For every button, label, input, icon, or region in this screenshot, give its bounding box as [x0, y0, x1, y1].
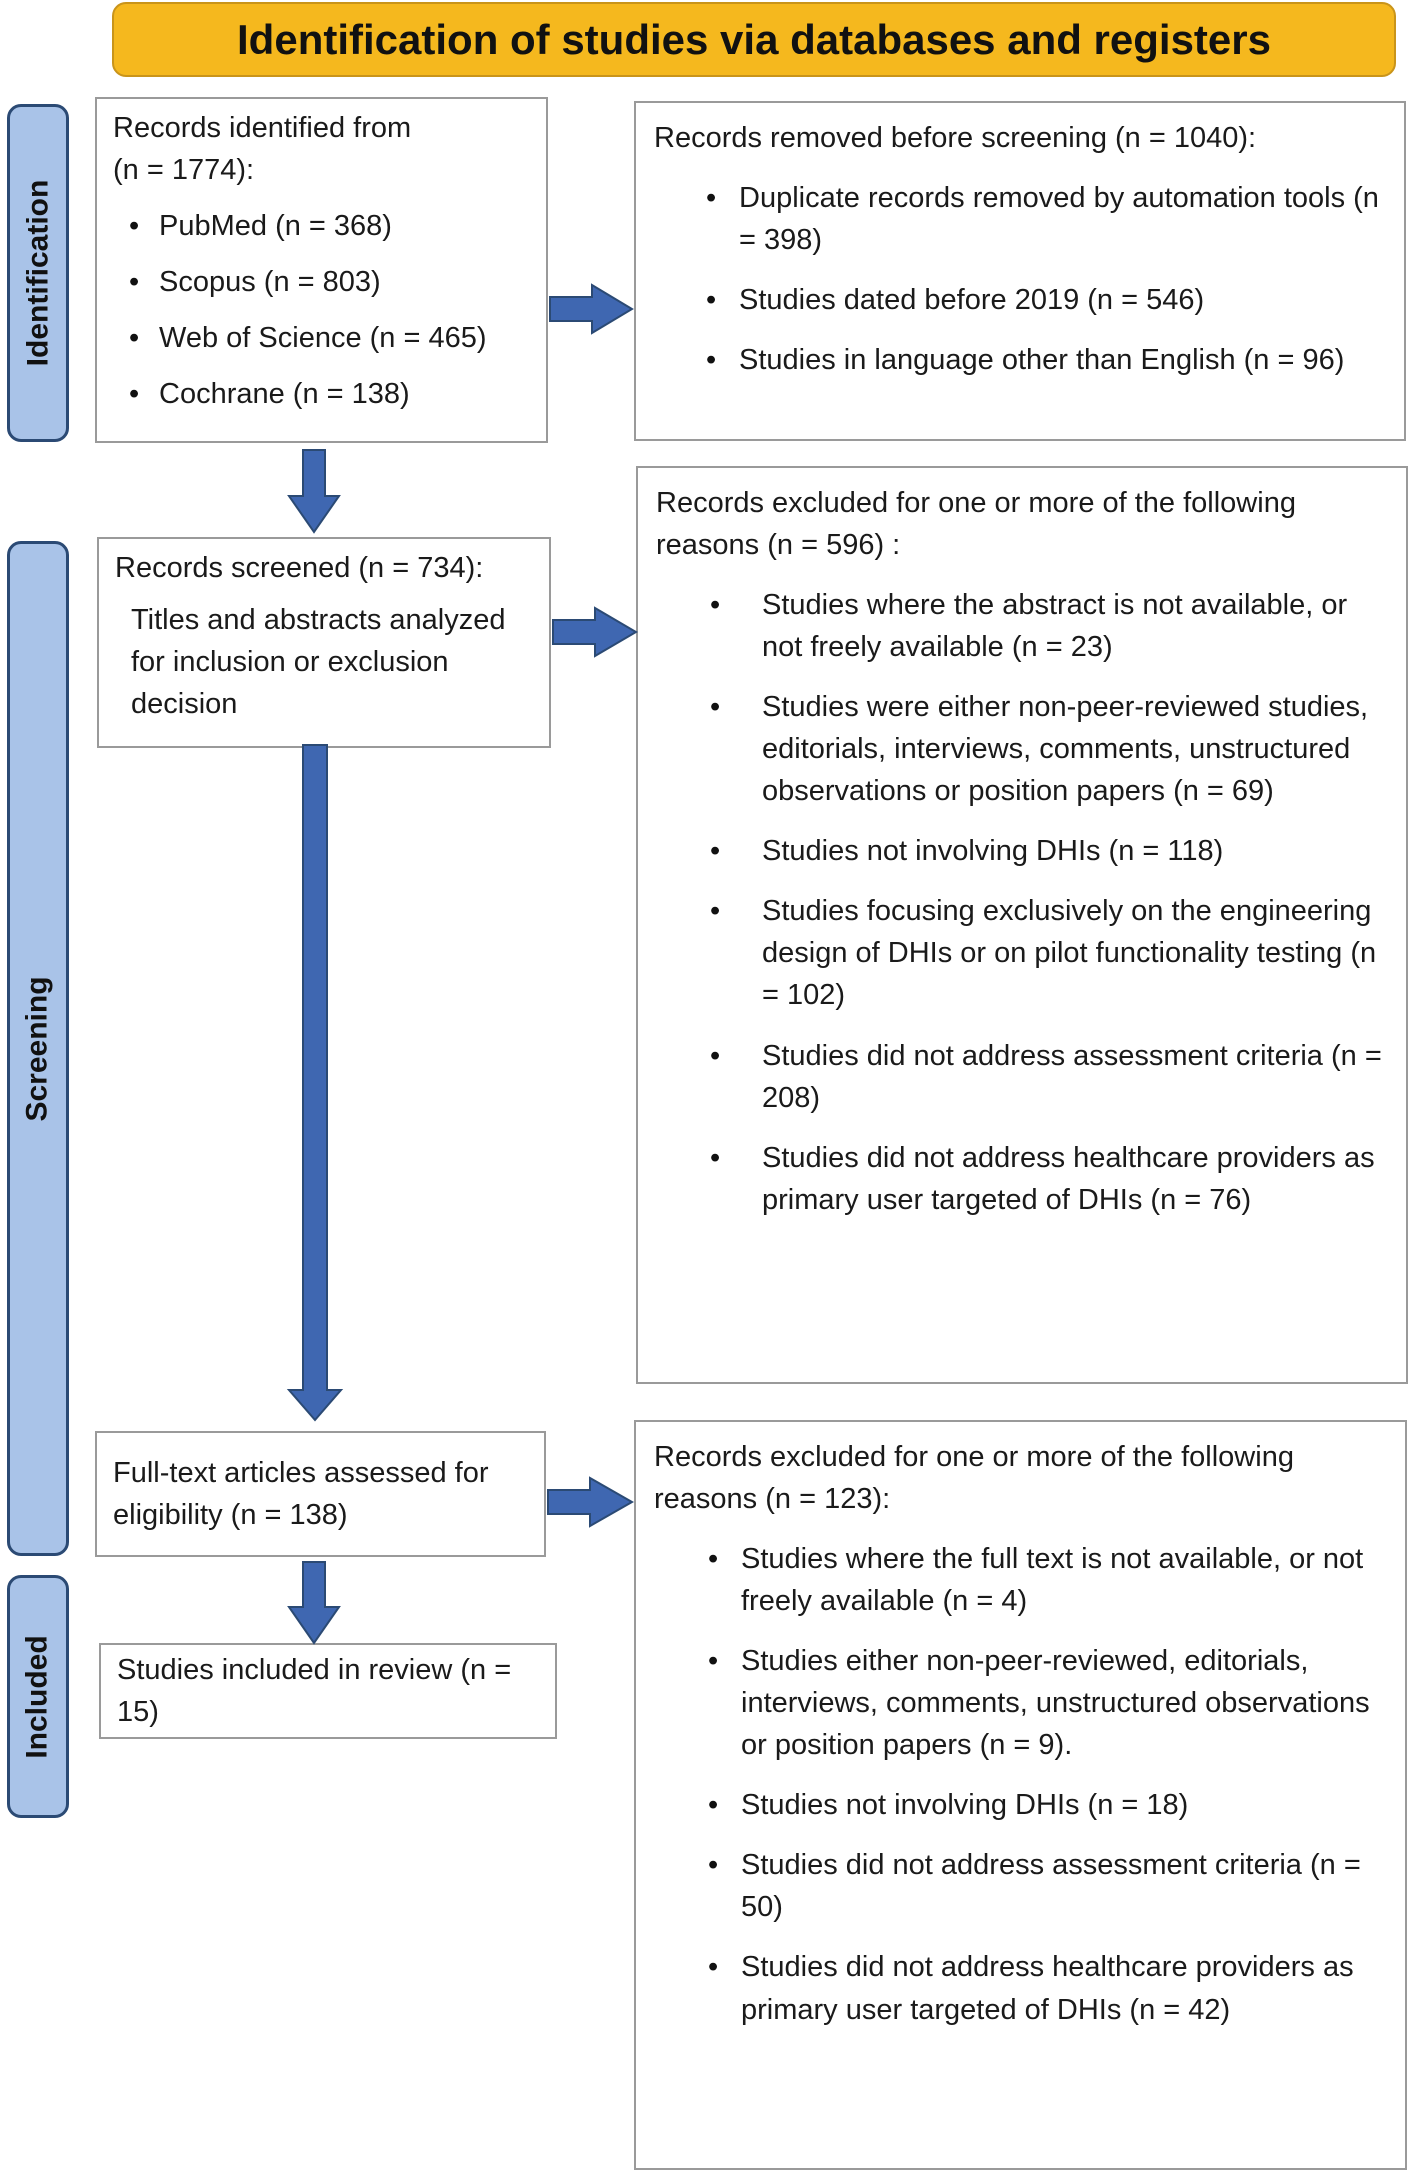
stage-included: Included: [7, 1575, 69, 1818]
arrow-right-icon: [549, 283, 634, 335]
excluded-fulltext-item: Studies not involving DHIs (n = 18): [654, 1784, 1387, 1826]
excluded-fulltext-box: Records excluded for one or more of the …: [634, 1420, 1407, 2170]
excluded-screening-item: Studies did not address assessment crite…: [656, 1035, 1388, 1119]
arrow-down-icon: [287, 1561, 341, 1645]
excluded-fulltext-item: Studies did not address assessment crite…: [654, 1844, 1387, 1928]
excluded-screening-box: Records excluded for one or more of the …: [636, 466, 1408, 1384]
arrow-right-icon: [552, 606, 638, 658]
removed-item: Studies dated before 2019 (n = 546): [654, 279, 1386, 321]
source-scopus: Scopus (n = 803): [113, 261, 530, 303]
arrow-down-icon: [287, 449, 341, 534]
excluded-screening-item: Studies not involving DHIs (n = 118): [656, 830, 1388, 872]
records-removed-box: Records removed before screening (n = 10…: [634, 101, 1406, 441]
excluded-screening-item: Studies were either non-peer-reviewed st…: [656, 686, 1388, 812]
excluded-fulltext-item: Studies where the full text is not avail…: [654, 1538, 1387, 1622]
stage-identification: Identification: [7, 104, 69, 442]
source-list: PubMed (n = 368) Scopus (n = 803) Web of…: [113, 205, 530, 415]
diagram-title-banner: Identification of studies via databases …: [112, 2, 1396, 77]
source-cochrane: Cochrane (n = 138): [113, 373, 530, 415]
stage-screening: Screening: [7, 541, 69, 1556]
fulltext-assessed-box: Full-text articles assessed for eligibil…: [95, 1431, 546, 1557]
excluded-fulltext-item: Studies did not address healthcare provi…: [654, 1946, 1387, 2030]
records-identified-total: (n = 1774):: [113, 154, 255, 187]
studies-included-box: Studies included in review (n = 15): [99, 1643, 557, 1739]
records-removed-heading: Records removed before screening (n = 10…: [654, 122, 1257, 154]
excluded-fulltext-item: Studies either non-peer-reviewed, editor…: [654, 1640, 1387, 1766]
removed-list: Duplicate records removed by automation …: [654, 177, 1386, 381]
fulltext-assessed-label: Full-text articles assessed for eligibil…: [113, 1456, 489, 1531]
removed-item: Studies in language other than English (…: [654, 339, 1386, 381]
records-screened-heading: Records screened (n = 734):: [115, 552, 484, 584]
records-identified-box: Records identified from (n = 1774): PubM…: [95, 97, 548, 443]
excluded-screening-heading: Records excluded for one or more of the …: [656, 487, 1296, 562]
excluded-fulltext-list: Studies where the full text is not avail…: [654, 1538, 1387, 2030]
removed-item: Duplicate records removed by automation …: [654, 177, 1386, 261]
excluded-screening-item: Studies focusing exclusively on the engi…: [656, 890, 1388, 1016]
records-identified-heading: Records identified from: [113, 112, 412, 144]
diagram-title: Identification of studies via databases …: [237, 15, 1271, 63]
source-pubmed: PubMed (n = 368): [113, 205, 530, 247]
source-web-of-science: Web of Science (n = 465): [113, 317, 530, 359]
records-screened-box: Records screened (n = 734): Titles and a…: [97, 537, 551, 748]
excluded-fulltext-heading: Records excluded for one or more of the …: [654, 1441, 1294, 1516]
arrow-down-icon: [286, 744, 344, 1422]
records-screened-detail: Titles and abstracts analyzed for inclus…: [131, 604, 506, 721]
excluded-screening-list: Studies where the abstract is not availa…: [656, 584, 1388, 1221]
excluded-screening-item: Studies where the abstract is not availa…: [656, 584, 1388, 668]
arrow-right-icon: [547, 1476, 635, 1528]
excluded-screening-item: Studies did not address healthcare provi…: [656, 1137, 1388, 1221]
studies-included-label: Studies included in review (n = 15): [117, 1653, 512, 1728]
